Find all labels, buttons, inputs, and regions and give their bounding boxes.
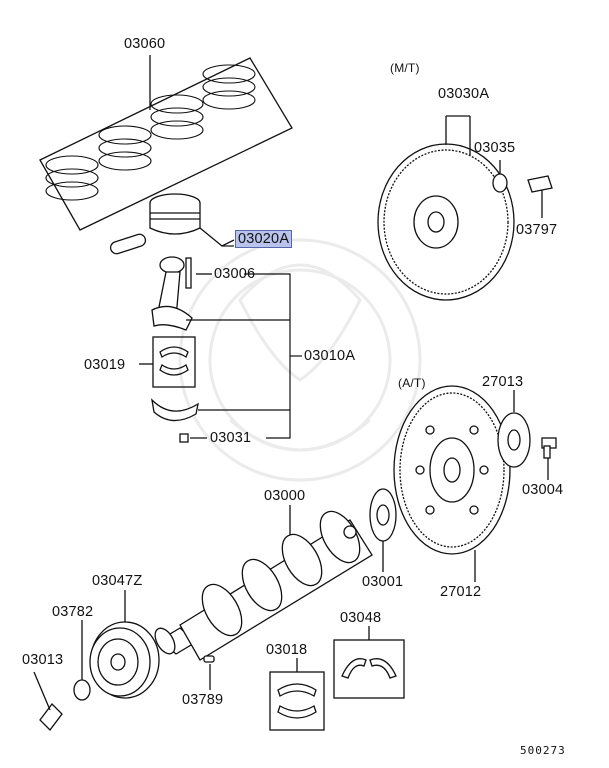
bolt-03013[interactable] [33,671,63,731]
label-03018: 03018 [266,642,308,658]
label-03020a-highlighted[interactable]: 03020A [235,230,293,248]
crank-pulley-03047z[interactable] [89,590,160,699]
key-03789[interactable] [203,655,215,690]
washer-03035[interactable] [492,160,508,193]
label-03035: 03035 [474,140,516,156]
label-manual-transmission: (M/T) [390,61,420,75]
label-03001: 03001 [362,574,404,590]
label-03004: 03004 [522,482,564,498]
thrust-bearing-03048[interactable] [333,626,405,699]
bolt-03004[interactable] [541,437,557,480]
label-03060: 03060 [124,36,166,52]
label-03019: 03019 [84,357,126,373]
bolt-03797[interactable] [527,175,553,218]
label-03006: 03006 [214,266,256,282]
connecting-rod-03006[interactable] [151,256,290,331]
crankshaft-03000[interactable] [151,505,373,661]
diagram-number: 500273 [520,744,566,757]
label-03047z: 03047Z [92,573,143,589]
label-03000: 03000 [264,488,306,504]
label-03789: 03789 [182,692,224,708]
piston-ring-set-03060[interactable] [39,55,293,231]
plate-27013[interactable] [497,390,531,468]
piston-03020a[interactable] [109,193,235,255]
rod-cap[interactable] [151,398,290,422]
label-03030a: 03030A [438,86,490,102]
label-03048: 03048 [340,610,382,626]
main-bearing-03018[interactable] [269,658,325,731]
flywheel-03030a[interactable] [377,115,515,301]
watermark-emblem [178,238,422,482]
washer-03782[interactable] [73,620,91,701]
label-03010a: 03010A [304,348,356,364]
leader-lines-03010a [244,273,302,439]
label-03031: 03031 [210,430,252,446]
rod-bearing-03019[interactable] [139,336,196,388]
label-03782: 03782 [52,604,94,620]
adapter-plate-03001[interactable] [369,488,397,572]
label-03013: 03013 [22,652,64,668]
label-27013: 27013 [482,374,524,390]
label-03797: 03797 [516,222,558,238]
drive-plate-27012[interactable] [393,385,511,582]
label-automatic-transmission: (A/T) [398,376,426,390]
label-27012: 27012 [440,584,482,600]
nut-03031[interactable] [179,433,207,443]
